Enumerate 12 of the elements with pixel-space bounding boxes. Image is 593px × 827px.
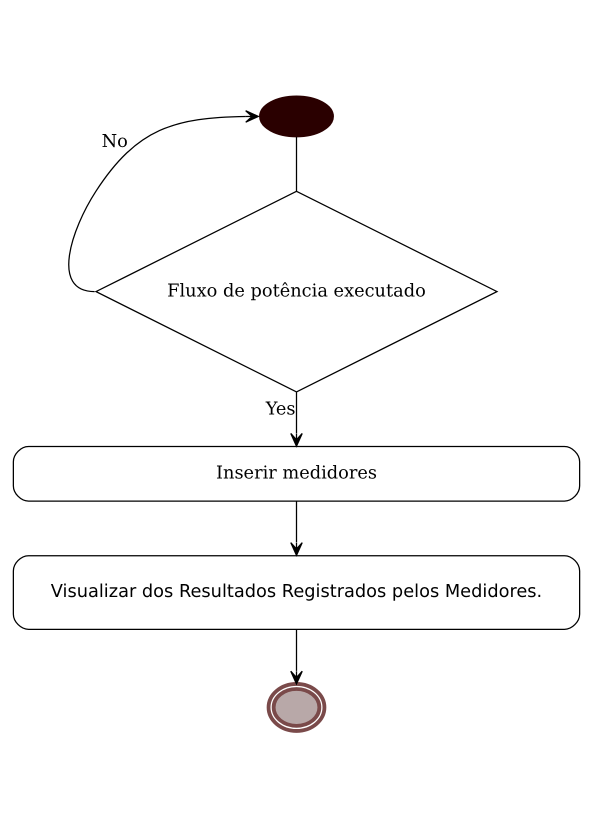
- connector: [296, 136, 298, 192]
- arrow: [290, 501, 303, 556]
- node-box: Inserir medidores: [12, 446, 580, 502]
- node-diamond: Fluxo de potência executado: [94, 190, 498, 393]
- arrow: [290, 629, 303, 685]
- node-box: Visualizar dos Resultados Registrados pelos Medidores.: [12, 555, 580, 630]
- edge-label: Yes: [266, 399, 296, 420]
- arrow: [68, 110, 260, 292]
- arrow: [290, 392, 303, 447]
- edge-label: No: [102, 132, 128, 152]
- node-circle: [266, 682, 326, 733]
- node-circle: [259, 95, 334, 138]
